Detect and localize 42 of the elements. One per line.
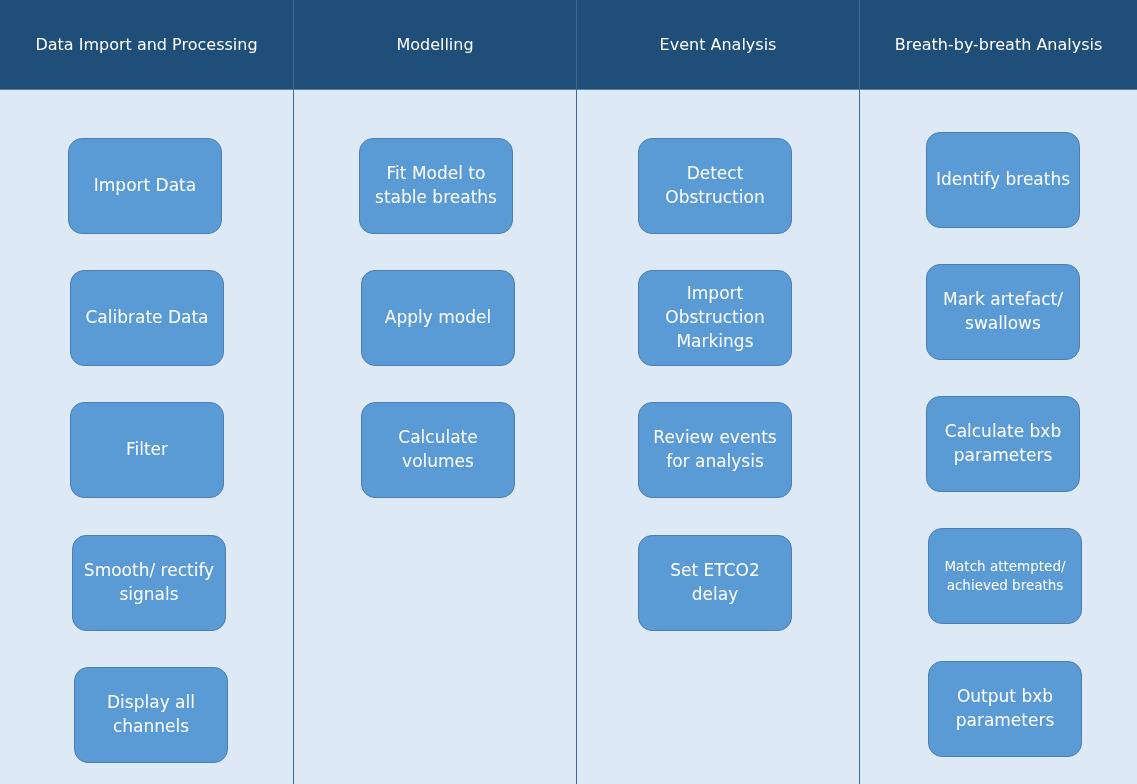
process-box bbox=[68, 138, 222, 234]
process-box bbox=[72, 535, 226, 631]
process-box bbox=[926, 396, 1080, 492]
process-box bbox=[74, 667, 228, 763]
column-panel bbox=[0, 0, 293, 784]
process-box bbox=[638, 402, 792, 498]
process-box bbox=[638, 270, 792, 366]
process-label: Set ETCO2 delay bbox=[669, 559, 761, 606]
process-label: Display all channels bbox=[106, 691, 196, 738]
process-box bbox=[926, 264, 1080, 360]
process-box bbox=[70, 402, 224, 498]
process-box bbox=[928, 528, 1082, 624]
process-label: Detect Obstruction bbox=[664, 162, 766, 209]
process-label: Apply model bbox=[383, 306, 493, 330]
column-panel bbox=[576, 0, 859, 784]
header-title: Data Import and Processing bbox=[34, 33, 259, 56]
process-label: Filter bbox=[124, 438, 170, 462]
process-label: Import Obstruction Markings bbox=[664, 282, 766, 353]
process-label: Review events for analysis bbox=[652, 426, 778, 473]
process-box bbox=[361, 402, 515, 498]
process-box bbox=[361, 270, 515, 366]
process-box bbox=[70, 270, 224, 366]
process-label: Mark artefact/ swallows bbox=[942, 288, 1064, 335]
process-label: Match attempted/ achieved breaths bbox=[943, 557, 1067, 595]
column-panel bbox=[859, 0, 1137, 784]
header-title: Event Analysis bbox=[658, 33, 778, 56]
process-box bbox=[359, 138, 513, 234]
process-label: Smooth/ rectify signals bbox=[82, 559, 216, 606]
column-panel bbox=[293, 0, 576, 784]
process-label: Calculate bxb parameters bbox=[943, 420, 1063, 467]
process-box bbox=[638, 138, 792, 234]
header-title: Breath-by-breath Analysis bbox=[893, 33, 1104, 56]
process-label: Calculate volumes bbox=[397, 426, 479, 473]
process-box bbox=[928, 661, 1082, 757]
process-box bbox=[638, 535, 792, 631]
process-label: Identify breaths bbox=[934, 168, 1072, 192]
process-label: Output bxb parameters bbox=[954, 685, 1056, 732]
process-label: Fit Model to stable breaths bbox=[374, 162, 498, 209]
process-label: Calibrate Data bbox=[84, 306, 210, 330]
process-box bbox=[926, 132, 1080, 228]
header-title: Modelling bbox=[395, 33, 475, 56]
process-label: Import Data bbox=[92, 174, 198, 198]
